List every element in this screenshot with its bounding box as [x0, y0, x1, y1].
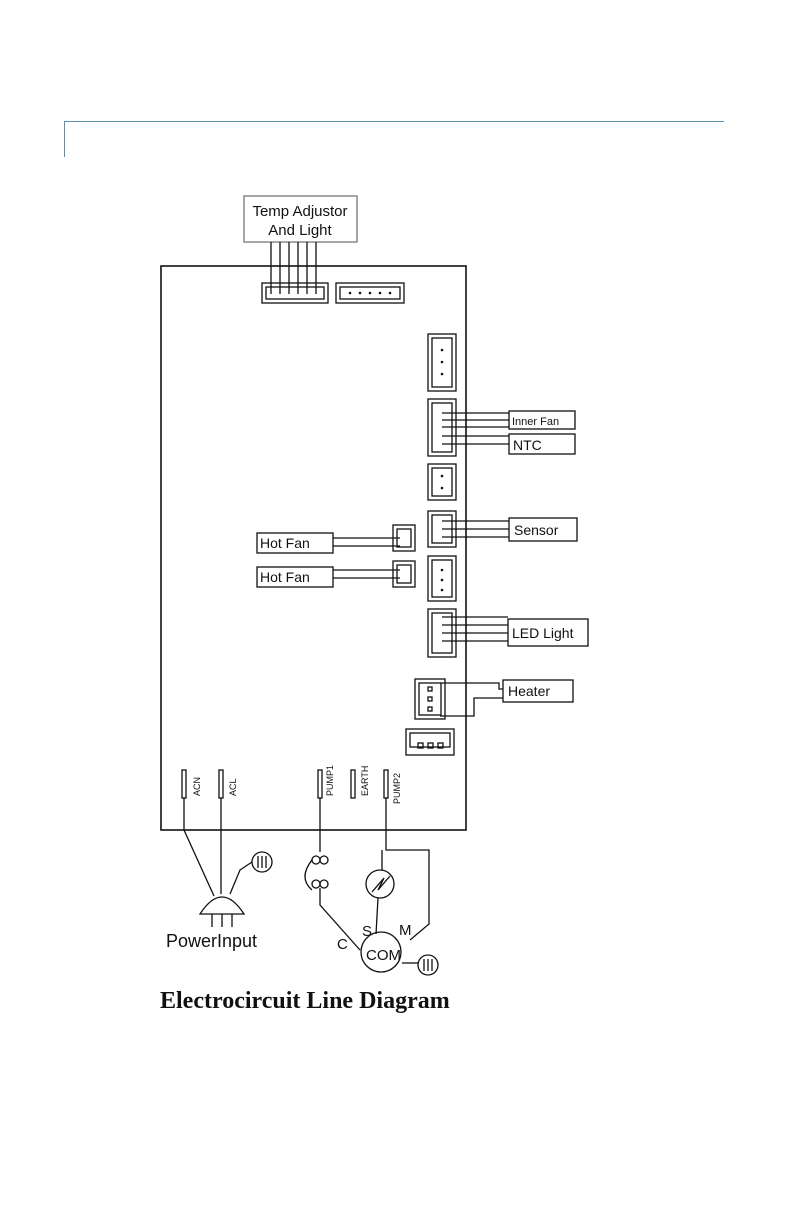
led-light-label: LED Light — [512, 625, 574, 641]
heater-label: Heater — [508, 683, 550, 699]
top-connector-1 — [262, 283, 328, 303]
hot-fan-connector-2 — [393, 561, 415, 587]
power-wires — [184, 798, 252, 896]
terminal-acl-label: ACL — [228, 778, 238, 796]
terminal-pump2-label: PUMP2 — [392, 773, 402, 804]
heater-wires — [440, 683, 503, 716]
bottom-connector — [406, 729, 454, 755]
ntc-label: NTC — [513, 437, 542, 453]
compressor-com-label: COM — [366, 947, 401, 964]
compressor-s-label: S — [362, 923, 372, 940]
compressor-m-label: M — [399, 922, 412, 939]
hot-fan-label-2: Hot Fan — [260, 569, 310, 585]
sensor-label: Sensor — [514, 522, 559, 538]
terminal-pump1-label: PUMP1 — [325, 765, 335, 796]
terminal-earth-label: EARTH — [360, 766, 370, 796]
s-wire — [376, 898, 378, 934]
temp-adjustor-label-1: Temp Adjustor — [252, 203, 347, 220]
compressor-c-label: C — [337, 936, 348, 953]
top-connector-2 — [336, 283, 404, 303]
right-connector-1 — [428, 334, 456, 391]
heater-connector — [415, 679, 445, 719]
ptc-icon — [366, 870, 394, 898]
ground-icon — [252, 852, 272, 872]
inner-fan-label: Inner Fan — [512, 416, 559, 428]
compressor-ground-icon — [402, 955, 438, 975]
pump-coil-icon — [312, 856, 328, 888]
terminal-pins — [182, 770, 388, 798]
hot-fan-label-1: Hot Fan — [260, 535, 310, 551]
control-board — [161, 266, 466, 830]
right-connector-5 — [428, 556, 456, 601]
terminal-acn-label: ACN — [192, 777, 202, 796]
power-plug-prongs — [212, 914, 232, 927]
power-plug-icon — [200, 897, 244, 914]
power-input-label: PowerInput — [166, 931, 257, 951]
hot-fan-wires — [333, 538, 400, 578]
temp-adjustor-label-2: And Light — [268, 222, 332, 239]
diagram-caption: Electrocircuit Line Diagram — [160, 988, 450, 1014]
right-connector-3 — [428, 464, 456, 500]
temp-adjustor-wires — [271, 242, 316, 294]
